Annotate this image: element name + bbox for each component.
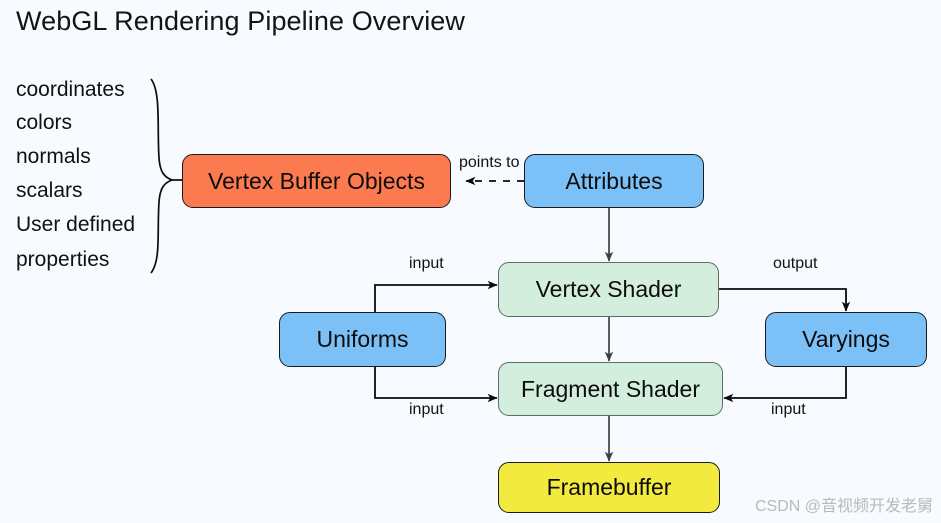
node-vertex-shader-label: Vertex Shader (535, 276, 682, 302)
edge-label-uniforms-to-fragment-shader: input (409, 401, 444, 418)
edge-label-vertex-shader-output: output (773, 255, 818, 272)
edge-uniforms-to-fragment-shader (374, 366, 498, 403)
brace-item-coordinates: coordinates (16, 78, 125, 101)
brace-item-scalars: scalars (16, 179, 83, 202)
node-vertex-buffer-objects[interactable]: Vertex Buffer Objects (182, 154, 451, 208)
node-uniforms-label: Uniforms (316, 326, 409, 352)
node-varyings-label: Varyings (802, 326, 890, 352)
node-framebuffer-label: Framebuffer (546, 474, 672, 500)
edge-label-varyings-to-fragment-shader: input (771, 401, 806, 418)
brace-item-colors: colors (16, 111, 73, 134)
node-uniforms[interactable]: Uniforms (279, 312, 446, 367)
edge-varyings-to-fragment-shader (723, 366, 847, 403)
node-attributes[interactable]: Attributes (524, 154, 704, 208)
node-framebuffer[interactable]: Framebuffer (498, 462, 720, 513)
node-vertex-shader[interactable]: Vertex Shader (498, 262, 719, 317)
brace-item-normals: normals (16, 145, 91, 168)
node-varyings[interactable]: Varyings (765, 312, 927, 367)
edge-vertex-shader-to-varyings (719, 288, 851, 312)
edge-uniforms-to-vertex-shader (374, 280, 498, 312)
brace-path (150, 78, 175, 274)
node-fragment-shader-label: Fragment Shader (521, 375, 700, 402)
watermark: CSDN @音视频开发老舅 (754, 498, 933, 515)
page-title: WebGL Rendering Pipeline Overview (16, 6, 466, 36)
node-vertex-buffer-objects-label: Vertex Buffer Objects (208, 167, 425, 194)
brace-item-user-defined: User defined (16, 213, 136, 236)
node-attributes-label: Attributes (565, 167, 663, 194)
edge-label-uniforms-to-vertex-shader: input (409, 255, 444, 272)
edge-label-points-to: points to (459, 154, 520, 171)
node-fragment-shader[interactable]: Fragment Shader (498, 362, 723, 416)
brace-item-properties: properties (16, 248, 110, 271)
